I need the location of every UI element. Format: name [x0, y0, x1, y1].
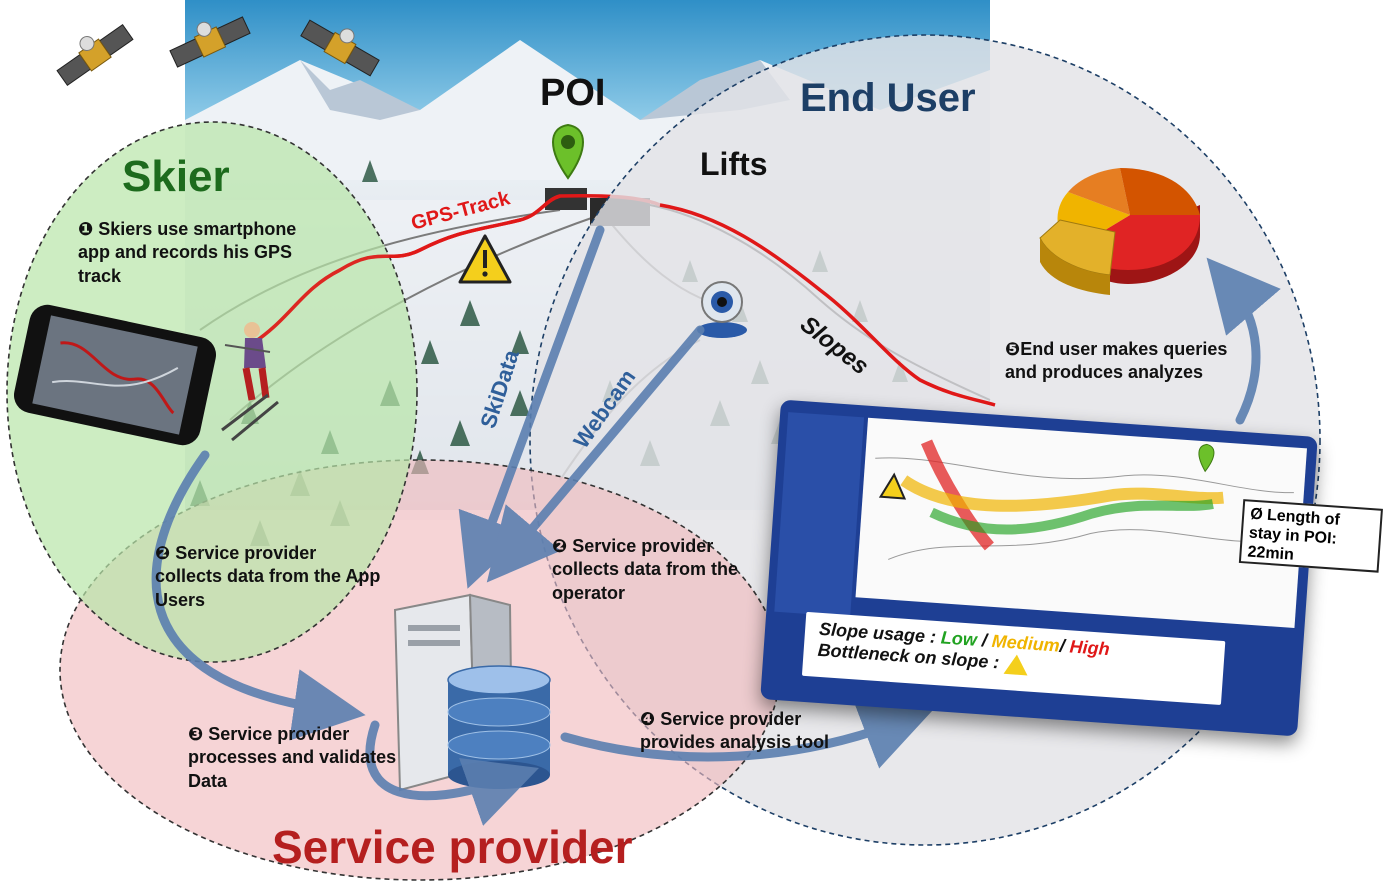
satellite-icon	[169, 16, 251, 68]
dashboard-map-drawing	[875, 439, 1294, 560]
usage-high: High	[1068, 636, 1111, 660]
dashboard-map[interactable]: Ø Length of stay in POI: 22min	[855, 417, 1383, 628]
step-2b-text: ❷ Service provider collects data from th…	[552, 536, 739, 603]
skier-title: Skier	[122, 152, 230, 201]
step-4-text: ❹ Service provider provides analysis too…	[640, 709, 830, 753]
step-3-text: ❸ Service provider processes and validat…	[188, 724, 397, 791]
warning-icon	[458, 234, 512, 284]
webcam-icon	[697, 281, 747, 338]
usage-sep-1: /	[976, 629, 993, 651]
usage-low: Low	[940, 627, 978, 650]
dashboard-legend: Slope usage : Low / Medium/ High Bottlen…	[801, 611, 1226, 706]
end-user-title: End User	[800, 76, 976, 120]
smartphone-icon	[13, 304, 217, 446]
step-1-text: ❶ Skiers use smartphone app and records …	[78, 219, 297, 286]
poi-stay-box: Ø Length of stay in POI: 22min	[1238, 499, 1383, 573]
dashboard-frame: Ø Length of stay in POI: 22min Slope usa…	[760, 399, 1383, 737]
satellite-icon	[300, 19, 380, 77]
dashboard-sidebar[interactable]	[774, 412, 865, 617]
pie-chart-icon	[1039, 168, 1200, 295]
step-5-text: ❺End user makes queries and produces ana…	[1005, 339, 1228, 383]
lifts-title: Lifts	[700, 146, 768, 182]
bottleneck-warning-icon	[1003, 653, 1029, 676]
analysis-dashboard[interactable]: Ø Length of stay in POI: 22min Slope usa…	[760, 399, 1383, 737]
satellite-icon	[56, 23, 134, 87]
poi-pin-icon	[552, 123, 584, 180]
step-2a-text: ❷ Service provider collects data from th…	[155, 543, 381, 610]
poi-title: POI	[540, 72, 606, 114]
database-icon	[447, 665, 551, 789]
skier-circle	[6, 121, 418, 663]
flow-arrows	[151, 225, 1281, 826]
service-provider-title: Service provider	[272, 821, 633, 873]
skier-icon	[221, 322, 279, 442]
